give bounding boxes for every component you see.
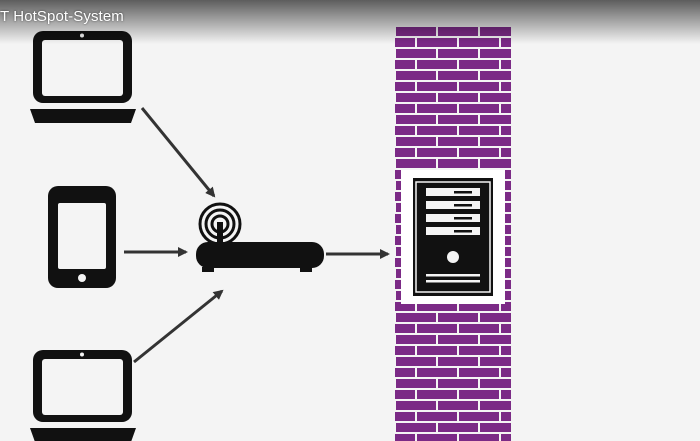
arrow-laptop-bottom-to-router [133, 289, 224, 364]
video-title-overlay [0, 0, 700, 44]
video-title[interactable]: T HotSpot-System [0, 8, 124, 25]
server-icon [401, 170, 505, 304]
laptop-icon [30, 350, 136, 441]
wifi-router-icon [196, 202, 324, 272]
laptop-icon [30, 31, 136, 123]
arrow-laptop-to-router [140, 107, 216, 198]
tablet-icon [48, 186, 116, 288]
